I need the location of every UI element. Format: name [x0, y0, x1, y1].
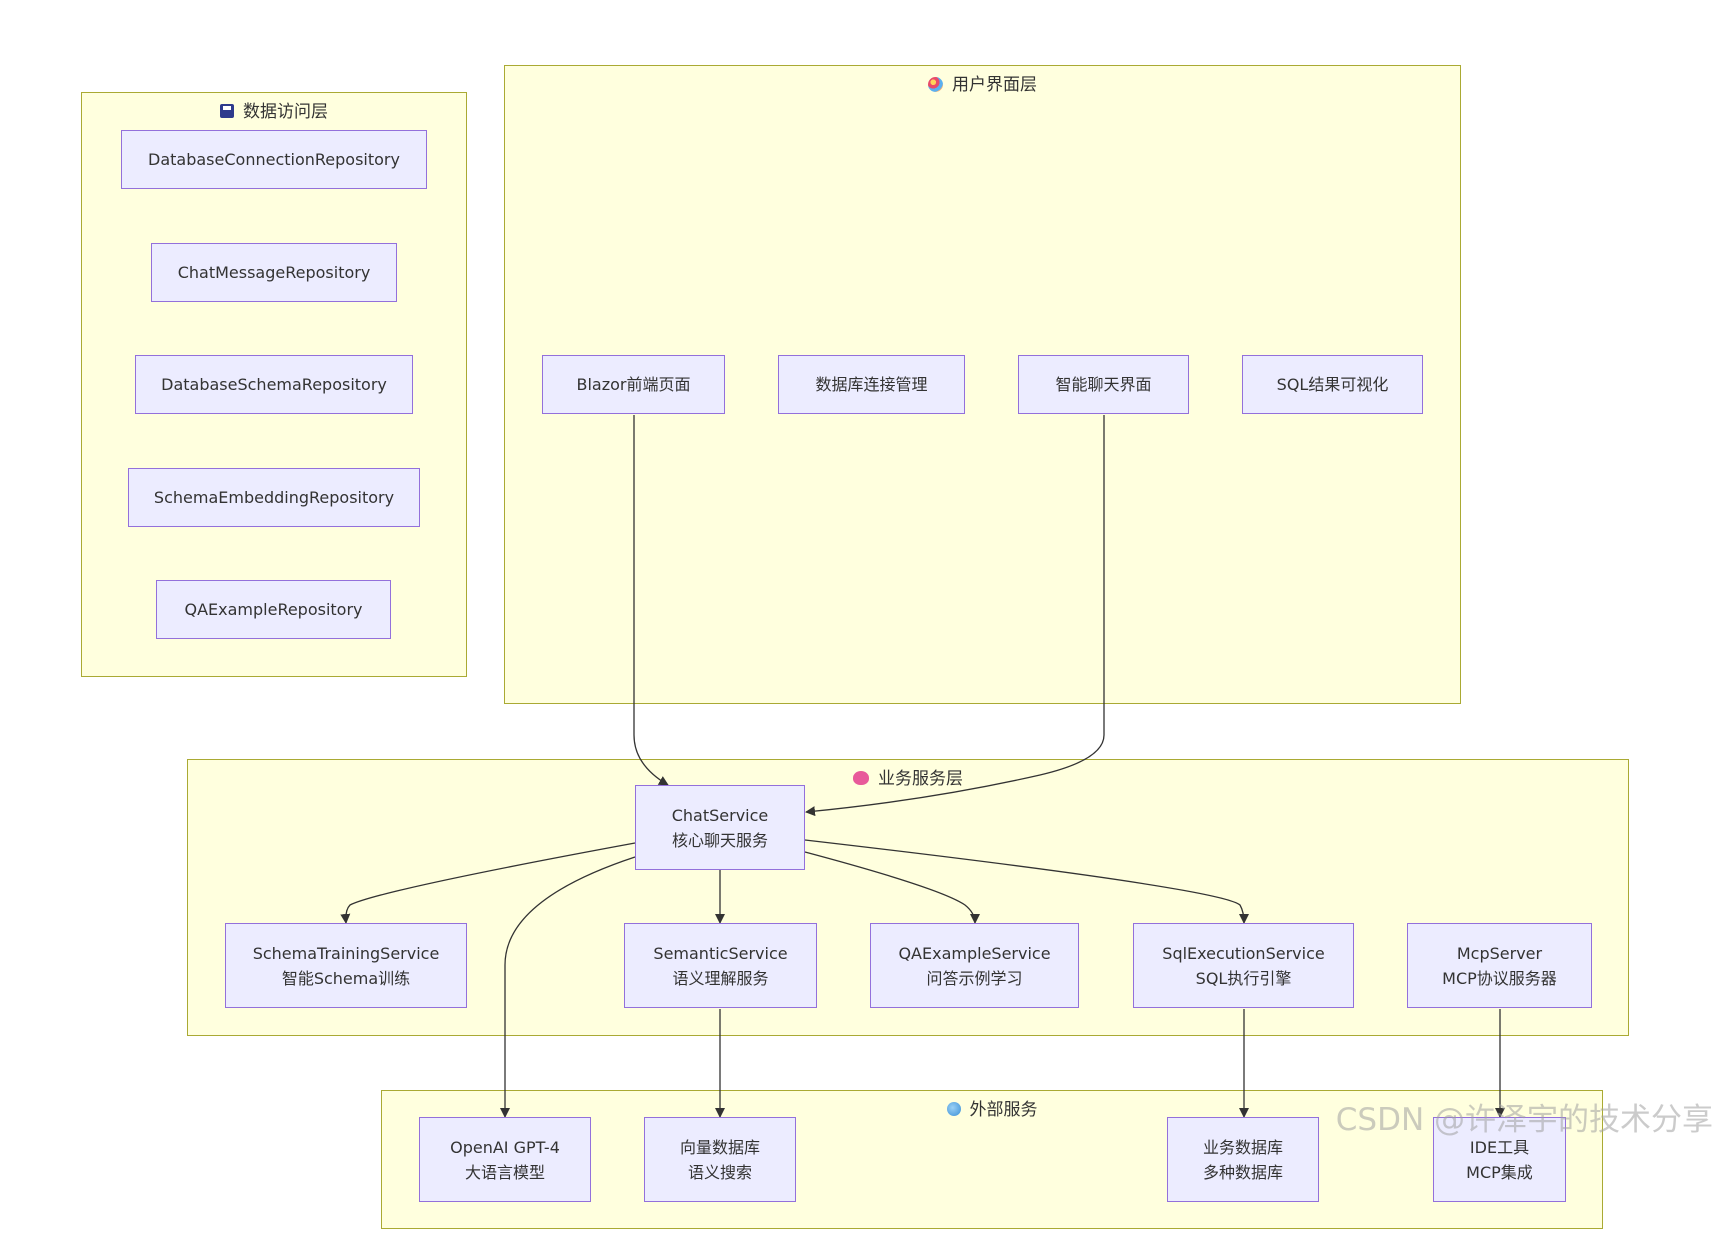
node-label: DatabaseConnectionRepository	[148, 150, 400, 169]
node-business-database[interactable]: 业务数据库 多种数据库	[1167, 1117, 1319, 1202]
node-chat-message-repository[interactable]: ChatMessageRepository	[151, 243, 397, 302]
node-blazor-frontend[interactable]: Blazor前端页面	[542, 355, 725, 414]
node-schema-training-service[interactable]: SchemaTrainingService 智能Schema训练	[225, 923, 467, 1008]
node-qa-example-repository[interactable]: QAExampleRepository	[156, 580, 391, 639]
floppy-disk-icon	[220, 104, 234, 118]
node-label-line2: 语义搜索	[687, 1162, 752, 1182]
node-database-connection-management[interactable]: 数据库连接管理	[778, 355, 965, 414]
node-smart-chat-interface[interactable]: 智能聊天界面	[1018, 355, 1189, 414]
node-label-line2: 大语言模型	[464, 1162, 545, 1182]
node-label-line1: QAExampleService	[898, 943, 1051, 963]
watermark: CSDN @许泽宇的技术分享	[1335, 1102, 1713, 1138]
group-title-ui: 用户界面层	[952, 75, 1037, 95]
node-database-connection-repository[interactable]: DatabaseConnectionRepository	[121, 130, 427, 189]
node-label-line1: IDE工具	[1469, 1137, 1530, 1157]
node-label: Blazor前端页面	[576, 375, 691, 394]
node-label-line2: 核心聊天服务	[671, 830, 768, 850]
node-vector-database[interactable]: 向量数据库 语义搜索	[644, 1117, 796, 1202]
node-label: SQL结果可视化	[1276, 375, 1389, 394]
brain-icon	[853, 771, 869, 785]
edge-chatservice-to-schematraining	[340, 842, 636, 924]
node-label-line1: McpServer	[1456, 943, 1543, 963]
node-label-line1: 向量数据库	[679, 1137, 760, 1157]
node-openai-gpt4[interactable]: OpenAI GPT-4 大语言模型	[419, 1117, 591, 1202]
node-label: 智能聊天界面	[1055, 375, 1152, 394]
node-label-line1: OpenAI GPT-4	[450, 1137, 560, 1157]
edge-chatservice-to-qaexampleservice	[804, 851, 980, 924]
node-schema-embedding-repository[interactable]: SchemaEmbeddingRepository	[128, 468, 420, 527]
group-title-data-access: 数据访问层	[243, 102, 328, 122]
node-label-line2: MCP协议服务器	[1442, 968, 1557, 988]
node-sql-execution-service[interactable]: SqlExecutionService SQL执行引擎	[1133, 923, 1354, 1008]
node-label-line2: MCP集成	[1466, 1162, 1533, 1182]
edge-blazor-to-chatservice	[633, 415, 669, 786]
node-label-line1: ChatService	[671, 805, 769, 825]
node-qa-example-service[interactable]: QAExampleService 问答示例学习	[870, 923, 1079, 1008]
node-label-line2: SQL执行引擎	[1195, 968, 1292, 988]
edge-chatservice-to-sqlexecution	[804, 839, 1249, 924]
edge-smartchat-to-chatservice	[805, 415, 1105, 817]
node-ide-tools[interactable]: IDE工具 MCP集成	[1433, 1117, 1566, 1202]
node-database-schema-repository[interactable]: DatabaseSchemaRepository	[135, 355, 413, 414]
edge-chatservice-to-openai	[500, 856, 636, 1118]
node-semantic-service[interactable]: SemanticService 语义理解服务	[624, 923, 817, 1008]
globe-icon	[946, 1102, 961, 1116]
node-label: QAExampleRepository	[184, 600, 363, 619]
node-label-line2: 问答示例学习	[926, 968, 1023, 988]
group-title-business: 业务服务层	[878, 769, 963, 789]
node-label-line2: 语义理解服务	[672, 968, 769, 988]
node-label-line1: SemanticService	[653, 943, 788, 963]
node-label: SchemaEmbeddingRepository	[153, 488, 395, 507]
node-label-line1: 业务数据库	[1202, 1137, 1283, 1157]
node-label: DatabaseSchemaRepository	[161, 375, 387, 394]
node-label: ChatMessageRepository	[177, 263, 371, 282]
node-sql-result-visualization[interactable]: SQL结果可视化	[1242, 355, 1423, 414]
node-label-line1: SchemaTrainingService	[252, 943, 440, 963]
group-title-external: 外部服务	[969, 1100, 1038, 1120]
node-label-line1: SqlExecutionService	[1162, 943, 1325, 963]
node-chat-service[interactable]: ChatService 核心聊天服务	[635, 785, 805, 870]
node-label-line2: 智能Schema训练	[281, 968, 411, 988]
node-label: 数据库连接管理	[815, 375, 928, 394]
node-mcp-server[interactable]: McpServer MCP协议服务器	[1407, 923, 1592, 1008]
palette-icon	[928, 77, 943, 92]
node-label-line2: 多种数据库	[1202, 1162, 1283, 1182]
